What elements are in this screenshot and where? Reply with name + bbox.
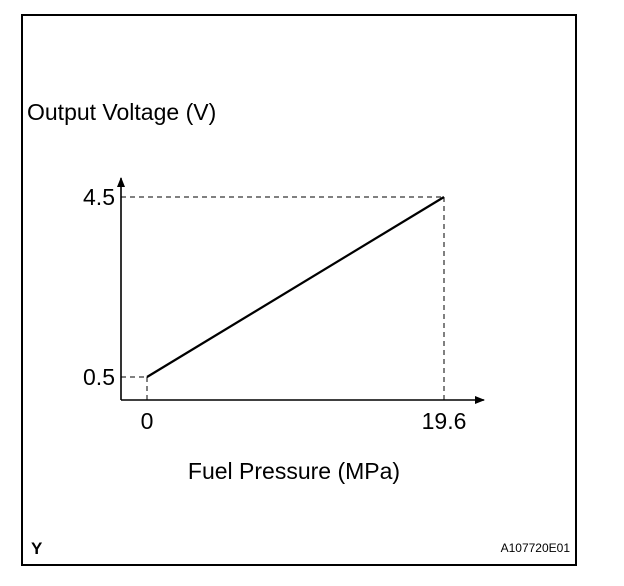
figure-code: A107720E01 — [500, 541, 570, 555]
y-axis-label: Output Voltage (V) — [27, 99, 216, 125]
x-tick-label-0: 0 — [141, 408, 154, 434]
y-tick-label-0: 0.5 — [83, 364, 115, 390]
x-axis-label: Fuel Pressure (MPa) — [188, 458, 400, 484]
series-line — [146, 196, 445, 378]
x-tick-label-1: 19.6 — [422, 408, 467, 434]
y-tick-label-1: 4.5 — [83, 184, 115, 210]
figure-frame — [21, 14, 577, 566]
figure-tag: Y — [31, 539, 43, 558]
chart-marks: 0.5 4.5 0 19.6 — [83, 184, 466, 434]
